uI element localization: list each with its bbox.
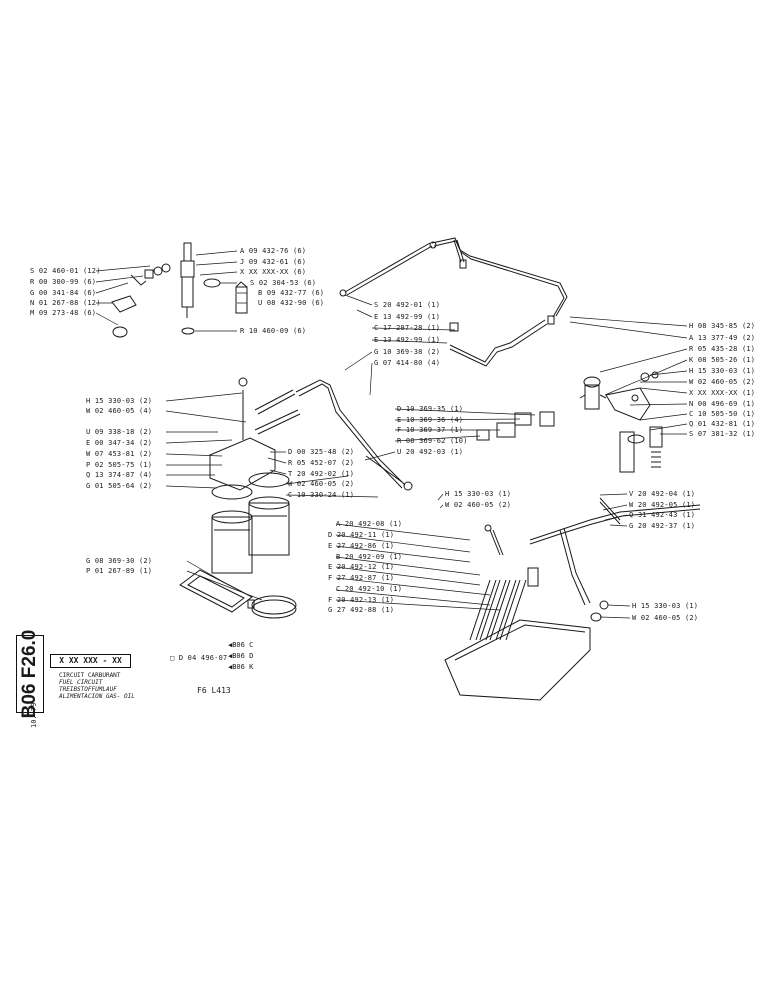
part-label: G 27 492-88 (1) xyxy=(328,606,395,614)
part-label: E 20 492-12 (1) xyxy=(328,563,395,571)
part-label: X XX XXX-XX (6) xyxy=(240,268,307,276)
part-label: G 07 414-80 (4) xyxy=(374,359,441,367)
injection-pump xyxy=(444,497,701,701)
part-label: P 02 505-75 (1) xyxy=(86,461,153,469)
part-label: Q 01 432-81 (1) xyxy=(689,420,756,428)
part-label: H 15 330-03 (1) xyxy=(689,367,756,375)
part-label: S 02 460-01 (12) xyxy=(30,267,101,275)
part-label: R 00 300-99 (6) xyxy=(30,278,97,286)
part-label: D 10 369-35 (1) xyxy=(397,405,464,413)
part-label: H 08 345-85 (2) xyxy=(689,322,756,330)
part-label: H 15 330-03 (1) xyxy=(632,602,699,610)
part-label: R 05 452-07 (2) xyxy=(288,459,355,467)
part-label: F 27 492-87 (1) xyxy=(328,574,395,582)
part-label: W 02 460-05 (2) xyxy=(632,614,699,622)
gasket-and-band xyxy=(179,569,297,619)
part-label: A 09 432-76 (6) xyxy=(240,247,307,255)
part-label: A 20 492-08 (1) xyxy=(336,520,403,528)
part-label: C 10 505-50 (1) xyxy=(689,410,756,418)
sheet-date: 10.-79 xyxy=(30,702,38,728)
part-label: E 13 492-99 (1) xyxy=(374,336,441,344)
part-label: M 09 273-48 (6) xyxy=(30,309,97,317)
sheet-code-box: B06 F26.0 xyxy=(16,630,44,718)
part-label: G 20 492-37 (1) xyxy=(629,522,696,530)
leader-lines xyxy=(95,250,688,619)
priming-pump xyxy=(579,371,663,473)
variant-b06k: ◀B06 K xyxy=(228,663,254,671)
pipe-clamps xyxy=(476,411,555,441)
part-label: E 10 369-36 (4) xyxy=(397,416,464,424)
part-label: F 20 492-13 (1) xyxy=(328,596,395,604)
part-label: C 10 330-24 (1) xyxy=(288,491,355,499)
part-label: N 00 496-69 (1) xyxy=(689,400,756,408)
part-label: B 09 432-77 (6) xyxy=(258,289,325,297)
part-label: U 08 432-90 (6) xyxy=(258,299,325,307)
part-label: S 07 381-32 (1) xyxy=(689,430,756,438)
part-label: E 00 347-34 (2) xyxy=(86,439,153,447)
top-fuel-pipe xyxy=(339,237,568,318)
title-es: ALIMENTACION GAS- OIL xyxy=(59,693,135,700)
part-label: Q 31 492-43 (1) xyxy=(629,511,696,519)
part-label: P 01 267-89 (1) xyxy=(86,567,153,575)
variant-b06c: ◀B06 C xyxy=(228,641,254,649)
part-label: T 20 492-02 (1) xyxy=(288,470,355,478)
part-label: H 15 330-03 (1) xyxy=(445,490,512,498)
part-label: V 20 492-04 (1) xyxy=(629,490,696,498)
part-label: H 15 330-03 (2) xyxy=(86,397,153,405)
part-label: R 08 369-62 (10) xyxy=(397,437,468,445)
title-fr: CIRCUIT CARBURANT xyxy=(59,672,121,679)
part-label: W 02 460-05 (2) xyxy=(445,501,512,509)
injector-assembly xyxy=(180,242,248,335)
part-label: N 01 267-88 (12) xyxy=(30,299,101,307)
part-label: D 20 492-11 (1) xyxy=(328,531,395,539)
part-label: G 10 369-38 (2) xyxy=(374,348,441,356)
part-label: S 20 492-01 (1) xyxy=(374,301,441,309)
part-label: G 01 505-64 (2) xyxy=(86,482,153,490)
part-label: W 02 460-05 (2) xyxy=(689,378,756,386)
part-label: F 10 369-37 (1) xyxy=(397,426,464,434)
alt-part-number: □ D 04 496-07 xyxy=(170,654,228,662)
part-label: B 20 492-09 (1) xyxy=(336,553,403,561)
part-label: A 13 377-49 (2) xyxy=(689,334,756,342)
title-de: TREIBSTOFFUMLAUF xyxy=(59,686,117,693)
part-label: D 00 325-48 (2) xyxy=(288,448,355,456)
part-label: U 20 492-03 (1) xyxy=(397,448,464,456)
part-label: Q 13 374-87 (4) xyxy=(86,471,153,479)
title-en: FUEL CIRCUIT xyxy=(59,679,103,686)
part-label: J 09 432-61 (6) xyxy=(240,258,307,266)
part-label: W 07 453-81 (2) xyxy=(86,450,153,458)
left-fittings xyxy=(111,263,171,338)
part-label: S 02 304-53 (6) xyxy=(250,279,317,287)
part-label: W 02 460-05 (4) xyxy=(86,407,153,415)
part-label: R 10 460-09 (6) xyxy=(240,327,307,335)
part-label: K 08 505-26 (1) xyxy=(689,356,756,364)
part-code-box: X XX XXX - XX xyxy=(50,654,131,668)
part-label: C 20 492-10 (1) xyxy=(336,585,403,593)
part-label: W 02 460-05 (2) xyxy=(288,480,355,488)
title-block: CIRCUIT CARBURANT FUEL CIRCUIT TREIBSTOF… xyxy=(59,672,135,700)
part-label: G 00 341-84 (6) xyxy=(30,289,97,297)
part-label: X XX XXX-XX (1) xyxy=(689,389,756,397)
part-label: E 27 492-86 (1) xyxy=(328,542,395,550)
fuel-filter-assembly xyxy=(209,377,413,574)
part-label: G 08 369-30 (2) xyxy=(86,557,153,565)
part-label: U 09 338-18 (2) xyxy=(86,428,153,436)
part-label: W 20 492-05 (1) xyxy=(629,501,696,509)
variant-b06d: ◀B06 D xyxy=(228,652,254,660)
part-label: E 13 492-99 (1) xyxy=(374,313,441,321)
part-label: R 05 435-28 (1) xyxy=(689,345,756,353)
engine-model: F6 L413 xyxy=(197,686,231,695)
part-label: C 17 287-28 (1) xyxy=(374,324,441,332)
lower-center-pipe xyxy=(449,315,555,367)
